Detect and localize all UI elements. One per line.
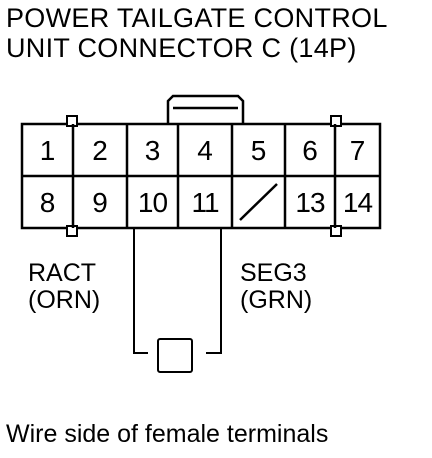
pin-1-label: 1 (40, 135, 56, 166)
pin-2-label: 2 (92, 135, 108, 166)
wire-label-seg3: SEG3 (GRN) (240, 260, 312, 314)
pin-9-label: 9 (92, 187, 108, 218)
pin-10-label: 10 (138, 187, 168, 218)
pin-4-label: 4 (197, 135, 213, 166)
pin-11-label: 11 (191, 187, 218, 218)
pin-3-label: 3 (145, 135, 161, 166)
diagram-title: POWER TAILGATE CONTROL UNIT CONNECTOR C … (6, 3, 388, 63)
wire-pin-10 (133, 228, 148, 354)
title-line-1: POWER TAILGATE CONTROL (6, 3, 388, 33)
title-line-2: UNIT CONNECTOR C (14P) (6, 33, 357, 63)
wire-label-ract: RACT (ORN) (28, 260, 100, 314)
pin-13-label: 13 (295, 187, 325, 218)
diagram-caption: Wire side of female terminals (6, 420, 329, 448)
wire-joint-box (157, 338, 193, 373)
pin-14-label: 14 (343, 187, 373, 218)
locking-tab (166, 94, 245, 124)
wire-harness (133, 228, 222, 373)
pin-8-label: 8 (40, 187, 56, 218)
pin-grid: 1 2 3 4 5 6 7 8 9 10 11 13 14 (22, 124, 380, 228)
wire-name-seg3: SEG3 (240, 259, 307, 287)
wire-pin-11 (206, 228, 222, 354)
pin-5-label: 5 (251, 135, 267, 166)
empty-cavity-slash-pin-12 (239, 183, 278, 221)
wire-name-ract: RACT (28, 259, 97, 287)
wire-color-ract: (ORN) (28, 286, 101, 314)
pin-6-label: 6 (302, 135, 318, 166)
pin-7-label: 7 (350, 135, 366, 166)
wire-color-seg3: (GRN) (240, 286, 313, 314)
